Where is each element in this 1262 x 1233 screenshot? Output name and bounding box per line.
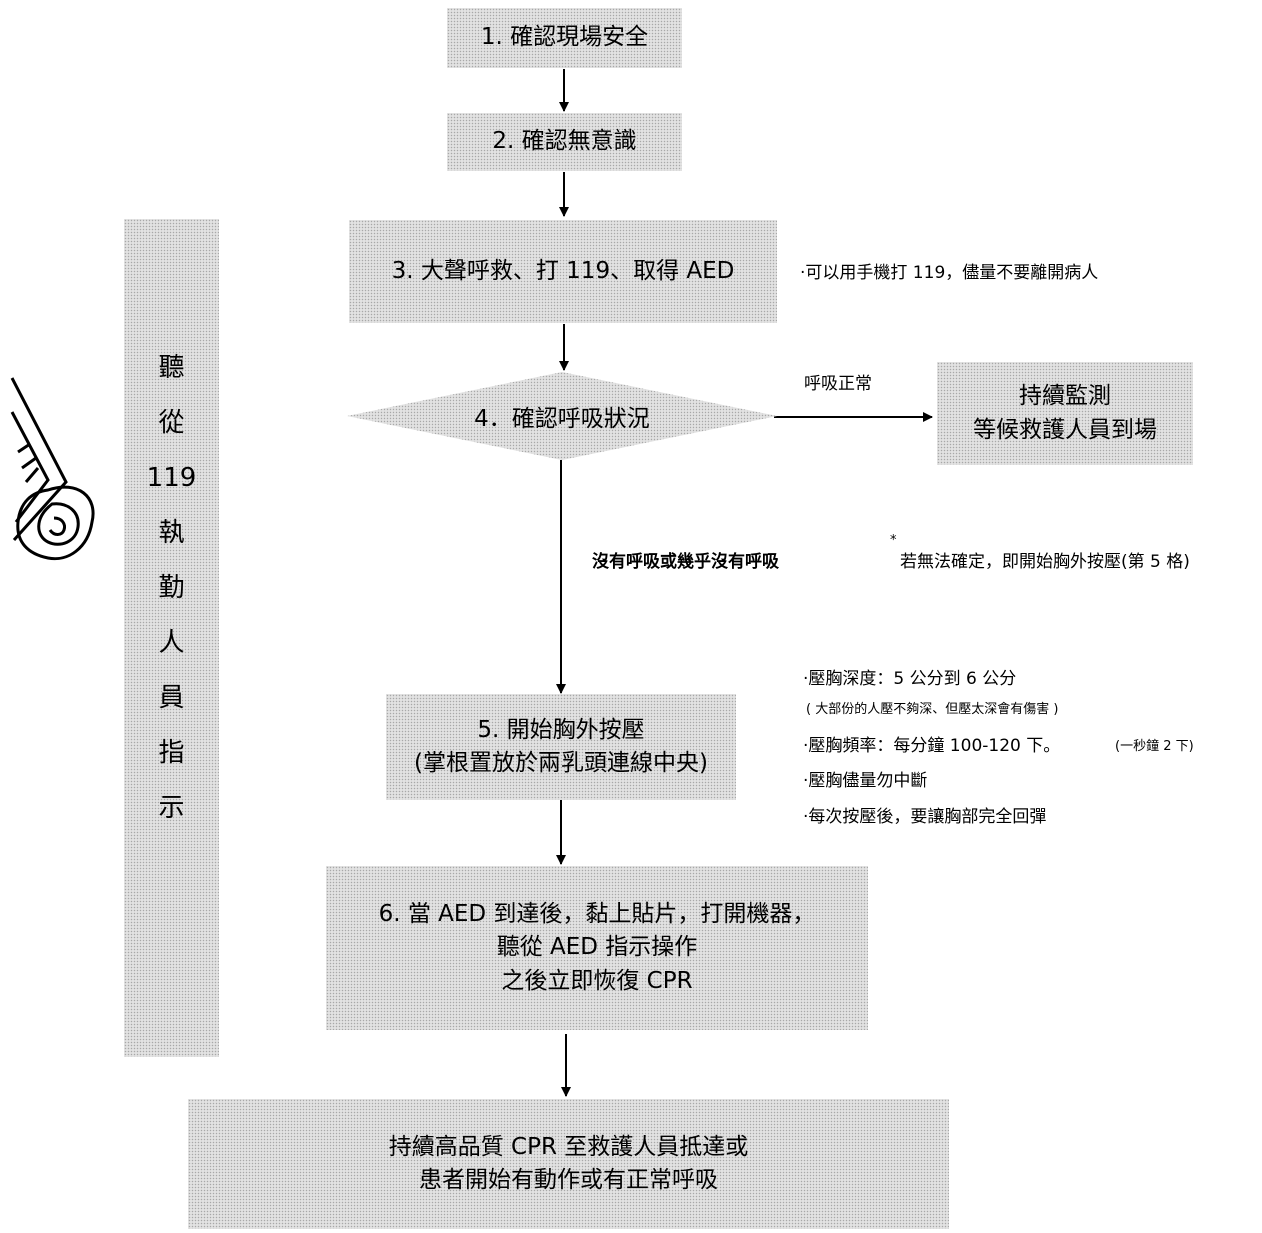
note-rate-sub: (一秒鐘 2 下) bbox=[1115, 739, 1194, 754]
note-phone: ‧可以用手機打 119，儘量不要離開病人 bbox=[800, 263, 1099, 283]
side-char-8: 指 bbox=[158, 738, 185, 768]
final-box: 持續高品質 CPR 至救護人員抵達或 患者開始有動作或有正常呼吸 bbox=[188, 1099, 949, 1229]
step-4-label: 4．確認呼吸狀況 bbox=[474, 406, 650, 432]
note-recoil: ‧每次按壓後，要讓胸部完全回彈 bbox=[803, 807, 1047, 827]
step-2-box: 2. 確認無意識 bbox=[447, 113, 682, 171]
side-char-1: 聽 bbox=[158, 353, 185, 383]
step-5-line-1: 5. 開始胸外按壓 bbox=[477, 716, 645, 743]
step-1-label: 1. 確認現場安全 bbox=[480, 24, 649, 51]
step-2-label: 2. 確認無意識 bbox=[492, 128, 637, 155]
seal-stamp bbox=[10, 377, 95, 561]
step-4-diamond bbox=[347, 372, 777, 460]
breathing-normal-label: 呼吸正常 bbox=[804, 374, 872, 394]
note-rate: ‧壓胸頻率：每分鐘 100-120 下。 bbox=[803, 736, 1061, 756]
side-char-2: 從 bbox=[158, 408, 185, 438]
note-depth: ‧壓胸深度：5 公分到 6 公分 bbox=[803, 669, 1017, 689]
step-5-box: 5. 開始胸外按壓 (掌根置放於兩乳頭連線中央) bbox=[386, 694, 736, 800]
step-5-line-2: (掌根置放於兩乳頭連線中央) bbox=[414, 750, 708, 776]
side-panel: 聽 從 119 執 勤 人 員 指 示 bbox=[124, 219, 219, 1057]
step-6-line-3: 之後立即恢復 CPR bbox=[501, 967, 693, 994]
step-3-box: 3. 大聲呼救、打 119、取得 AED bbox=[349, 220, 777, 323]
monitor-line-1: 持續監測 bbox=[1019, 383, 1111, 410]
note-depth-sub: ( 大部份的人壓不夠深、但壓太深會有傷害 ) bbox=[806, 702, 1059, 717]
side-char-3: 119 bbox=[146, 463, 197, 493]
monitor-box: 持續監測 等候救護人員到場 bbox=[937, 362, 1193, 465]
step-6-line-1: 6. 當 AED 到達後，黏上貼片，打開機器， bbox=[378, 900, 816, 927]
monitor-line-2: 等候救護人員到場 bbox=[973, 416, 1157, 443]
step-1-box: 1. 確認現場安全 bbox=[447, 8, 682, 68]
no-breathing-label: 沒有呼吸或幾乎沒有呼吸 bbox=[592, 552, 779, 572]
side-char-6: 人 bbox=[158, 628, 185, 658]
step-6-line-2: 聽從 AED 指示操作 bbox=[496, 934, 698, 961]
side-char-4: 執 bbox=[158, 518, 185, 548]
side-char-7: 員 bbox=[158, 683, 185, 713]
step-6-box: 6. 當 AED 到達後，黏上貼片，打開機器， 聽從 AED 指示操作 之後立即… bbox=[326, 866, 868, 1030]
final-line-2: 患者開始有動作或有正常呼吸 bbox=[419, 1167, 718, 1193]
note-continuous: ‧壓胸儘量勿中斷 bbox=[803, 771, 928, 791]
note-uncertain: 若無法確定，即開始胸外按壓(第 5 格) bbox=[900, 552, 1190, 572]
final-line-1: 持續高品質 CPR 至救護人員抵達或 bbox=[388, 1133, 749, 1160]
side-char-5: 勤 bbox=[158, 573, 185, 603]
side-char-9: 示 bbox=[158, 793, 185, 823]
note-uncertain-mark: * bbox=[890, 533, 897, 548]
step-3-label: 3. 大聲呼救、打 119、取得 AED bbox=[391, 257, 735, 284]
